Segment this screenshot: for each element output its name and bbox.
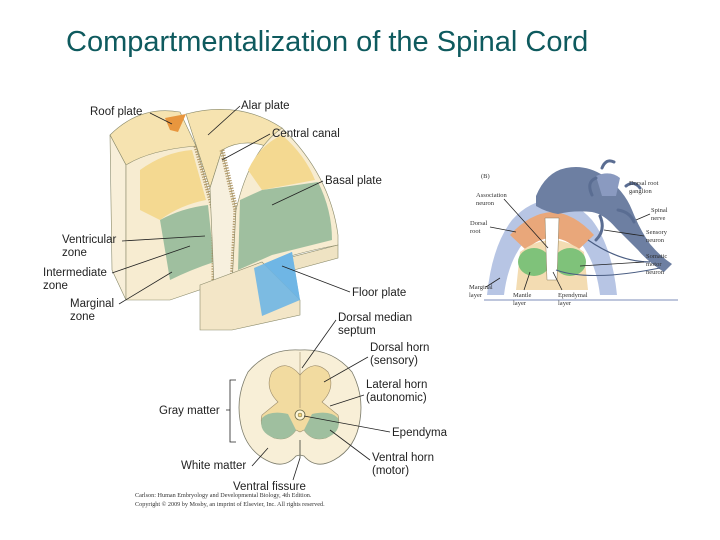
- label-marginal-layer-1: Marginal: [469, 284, 493, 291]
- label-ependymal-layer-1: Ependymal: [558, 292, 588, 299]
- figure-credit-line-2: Copyright © 2009 by Mosby, an imprint of…: [135, 501, 325, 508]
- label-dorsal-root-ganglion-2: ganglion: [629, 188, 652, 195]
- cord-cross-section: [238, 349, 362, 465]
- label-lateral-horn-2: (autonomic): [366, 392, 427, 404]
- label-somatic-motor-neuron-1: Somatic: [646, 253, 667, 260]
- label-basal-plate: Basal plate: [325, 175, 382, 187]
- figure-credit-line-1: Carlson: Human Embryology and Developmen…: [135, 492, 312, 499]
- label-intermediate-zone-2: zone: [43, 280, 68, 292]
- label-sensory-neuron-1: Sensory: [646, 229, 668, 236]
- label-panel-letter: (B): [481, 173, 490, 180]
- label-dorsal-horn-1: Dorsal horn: [370, 342, 429, 354]
- label-dorsal-root-1: Dorsal: [470, 220, 488, 227]
- label-floor-plate: Floor plate: [352, 287, 406, 299]
- label-ventricular-zone-2: zone: [62, 247, 87, 259]
- label-somatic-motor-neuron-3: neuron: [646, 269, 665, 276]
- label-spinal-nerve-2: nerve: [651, 215, 666, 222]
- label-spinal-nerve-1: Spinal: [651, 207, 668, 214]
- label-mantle-layer-2: layer: [513, 300, 527, 307]
- label-dorsal-median-septum-2: septum: [338, 325, 376, 337]
- label-dorsal-median-septum-1: Dorsal median: [338, 312, 412, 324]
- label-ependyma: Ependyma: [392, 427, 448, 439]
- label-association-neuron-2: neuron: [476, 200, 495, 207]
- label-roof-plate: Roof plate: [90, 106, 142, 118]
- panel-b-illustration: [484, 159, 678, 301]
- label-gray-matter: Gray matter: [159, 405, 220, 417]
- label-marginal-zone-2: zone: [70, 311, 95, 323]
- label-white-matter: White matter: [181, 460, 246, 472]
- slide-title: Compartmentalization of the Spinal Cord: [66, 26, 589, 58]
- label-intermediate-zone-1: Intermediate: [43, 267, 107, 279]
- label-ventral-horn-2: (motor): [372, 465, 409, 477]
- neural-tube-illustration: [109, 109, 339, 331]
- label-lateral-horn-1: Lateral horn: [366, 379, 427, 391]
- label-central-canal: Central canal: [272, 128, 340, 140]
- label-marginal-layer-2: layer: [469, 292, 483, 299]
- label-alar-plate: Alar plate: [241, 100, 290, 112]
- label-dorsal-root-2: root: [470, 228, 481, 235]
- label-dorsal-root-ganglion-1: Dorsal root: [629, 180, 659, 187]
- label-ventral-fissure: Ventral fissure: [233, 481, 306, 493]
- label-ventral-horn-1: Ventral horn: [372, 452, 434, 464]
- label-mantle-layer-1: Mantle: [513, 292, 532, 299]
- label-marginal-zone-1: Marginal: [70, 298, 114, 310]
- label-somatic-motor-neuron-2: motor: [646, 261, 662, 268]
- label-ventricular-zone-1: Ventricular: [62, 234, 117, 246]
- label-association-neuron-1: Association: [476, 192, 507, 199]
- label-dorsal-horn-2: (sensory): [370, 355, 418, 367]
- label-ependymal-layer-2: layer: [558, 300, 572, 307]
- label-sensory-neuron-2: neuron: [646, 237, 665, 244]
